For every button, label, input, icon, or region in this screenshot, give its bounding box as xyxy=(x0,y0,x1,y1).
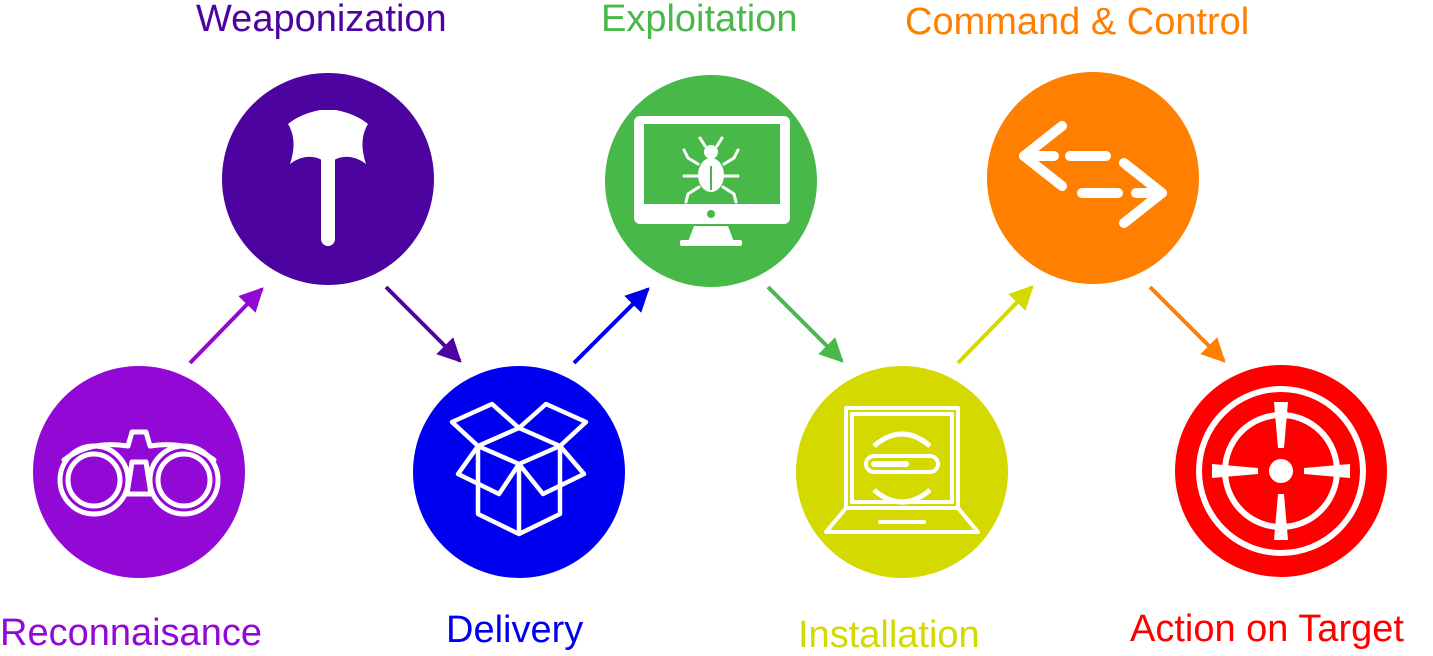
stage-exploitation xyxy=(605,75,817,287)
stage-installation xyxy=(796,366,1008,578)
arrow-installation-to-c2 xyxy=(956,285,1034,365)
stage-action-on-target xyxy=(1175,365,1387,577)
stage-circle xyxy=(987,72,1199,284)
stage-circle xyxy=(33,366,245,578)
open-box-icon xyxy=(449,401,589,537)
target-icon xyxy=(1196,386,1366,556)
bidirectional-arrows-icon xyxy=(1019,121,1167,228)
stage-label-weaponization: Weaponization xyxy=(196,0,447,40)
stage-label-reconnaisance: Reconnaisance xyxy=(0,612,262,654)
stage-command-and-control xyxy=(987,72,1199,284)
laptop-progress-icon xyxy=(824,406,980,534)
stage-reconnaisance xyxy=(33,366,245,578)
arrow-recon-to-weaponization xyxy=(188,287,264,365)
stage-label-installation: Installation xyxy=(798,614,980,656)
stage-label-exploitation: Exploitation xyxy=(601,0,798,40)
stage-delivery xyxy=(413,366,625,578)
axe-icon xyxy=(288,110,368,246)
monitor-bug-icon xyxy=(634,116,790,246)
arrow-delivery-to-exploitation xyxy=(572,287,650,365)
arrow-exploitation-to-installation xyxy=(766,285,844,363)
arrow-weaponization-to-delivery xyxy=(384,285,462,363)
arrow-c2-to-action xyxy=(1148,285,1226,363)
stage-label-action-on-target: Action on Target xyxy=(1130,608,1404,650)
stage-label-delivery: Delivery xyxy=(446,609,584,651)
binoculars-icon xyxy=(57,429,221,517)
stage-label-command-and-control: Command & Control xyxy=(905,1,1250,43)
stage-weaponization xyxy=(222,73,434,285)
